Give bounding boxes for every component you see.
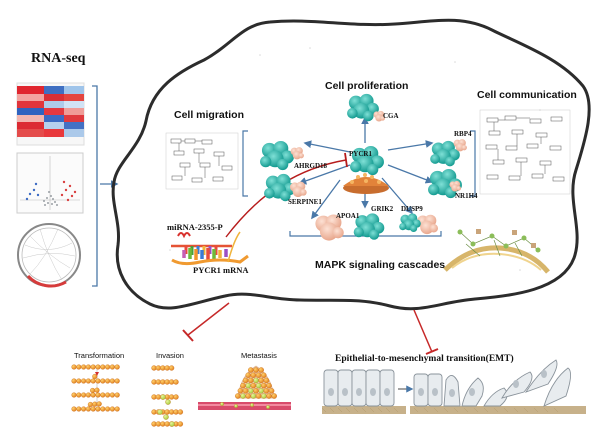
metastasis-label: Metastasis: [241, 351, 277, 360]
grik2-gene-label: GRIK2: [371, 205, 394, 213]
rbp4-gene-label: RBP4: [454, 130, 472, 138]
ahrgd18-gene-label: AHRGD18: [294, 162, 328, 170]
inhibition-left: [187, 302, 230, 336]
dusp9-protein: [399, 213, 421, 232]
communication-bracket: [470, 130, 476, 197]
mirna-mrna-duplex: [171, 231, 249, 266]
cell-texture: [169, 47, 541, 271]
cga-gene-label: CGA: [383, 112, 399, 120]
heatmap: [16, 82, 85, 146]
cell-migration-label: Cell migration: [174, 109, 245, 121]
communication-pathway-map: [479, 109, 571, 195]
cga-protein: [347, 93, 379, 122]
inhibition-right: [413, 309, 433, 353]
apoa1-gene-label: APOA1: [336, 212, 360, 220]
mapk-membrane-diagram: [443, 229, 550, 274]
invasion-panel: [151, 365, 184, 427]
inhibition-left-bar: [182, 329, 194, 342]
migration-pathway-map: [165, 132, 239, 190]
cell-proliferation-label: Cell proliferation: [325, 80, 409, 92]
mirna-label: miRNA-2355-P: [167, 222, 223, 232]
emt-label: Epithelial-to-mesenchymal transition(EMT…: [335, 354, 514, 364]
emt-panel: [321, 359, 586, 414]
dusp9-gene-label: DUSP9: [401, 205, 423, 213]
transformation-panel: [71, 364, 120, 412]
mrna-label: PYCR1 mRNA: [193, 265, 249, 275]
migration-bracket: [242, 130, 248, 197]
circos-plot: [17, 223, 81, 288]
ahrgd18-protein: [260, 140, 294, 171]
nr1h4-gene-label: NR1H4: [455, 192, 478, 200]
pycr1-gene-label: PYCR1: [349, 150, 372, 158]
cell-membrane: [111, 18, 591, 311]
inhibition-right-bar: [425, 348, 439, 355]
metastasis-panel: [198, 365, 291, 410]
rna-seq-bracket: [92, 85, 98, 287]
serpine1-gene-label: SERPINE1: [288, 198, 322, 206]
transformation-label: Transformation: [74, 351, 125, 360]
volcano-plot: [16, 152, 84, 214]
mapk-label: MAPK signaling cascades: [315, 259, 446, 271]
pycr1-complex: [343, 145, 389, 194]
serpine1-partner: [290, 181, 307, 197]
rna-seq-title: RNA-seq: [31, 51, 86, 66]
cell-communication-label: Cell communication: [477, 89, 577, 101]
mirna-inhibition-bar: [344, 152, 348, 168]
invasion-label: Invasion: [156, 351, 184, 360]
